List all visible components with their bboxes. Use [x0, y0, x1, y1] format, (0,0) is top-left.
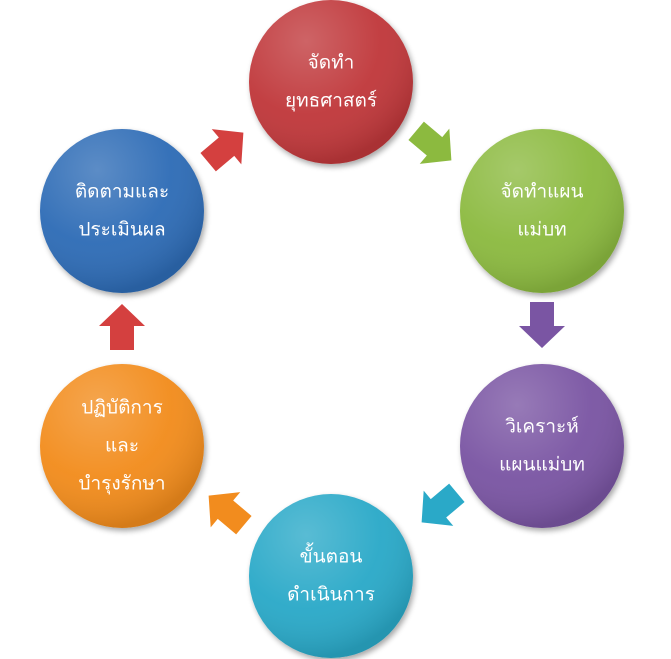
node-monitoring-label-line-1: ติดตามและ: [75, 181, 169, 203]
arrow-masterplan-to-analysis: [408, 121, 452, 164]
node-monitoring-highlight: [40, 129, 204, 293]
node-operation-highlight: [40, 364, 204, 528]
node-operation-label-line-3: บำรุงรักษา: [78, 473, 165, 496]
node-operation-label-line-2: และ: [105, 435, 139, 457]
node-strategy-label-line-2: ยุทธศาสตร์: [285, 90, 377, 113]
arrows-layer: [99, 121, 565, 535]
node-masterplan-highlight: [460, 129, 624, 293]
node-procedure-label-line-1: ขั้นตอน: [300, 543, 363, 568]
node-analysis-label-line-2: แผนแม่บท: [499, 454, 585, 476]
arrow-procedure-to-operation: [421, 483, 465, 526]
node-strategy-highlight: [249, 0, 413, 164]
node-operation-label-line-1: ปฏิบัติการ: [81, 397, 163, 419]
nodes-layer: จัดทำยุทธศาสตร์จัดทำแผนแม่บทวิเคราะห์แผน…: [40, 0, 624, 658]
node-analysis-highlight: [460, 364, 624, 528]
node-masterplan-label-line-2: แม่บท: [517, 219, 566, 241]
node-procedure-highlight: [249, 494, 413, 658]
arrow-analysis-to-procedure: [519, 302, 565, 348]
node-strategy: จัดทำยุทธศาสตร์: [249, 0, 413, 164]
node-masterplan-label-line-1: จัดทำแผน: [500, 181, 583, 203]
node-monitoring-label-line-2: ประเมินผล: [78, 219, 165, 241]
node-analysis: วิเคราะห์แผนแม่บท: [460, 364, 624, 528]
node-analysis-label-line-1: วิเคราะห์: [505, 416, 579, 438]
node-strategy-label-line-1: จัดทำ: [308, 52, 355, 74]
arrow-monitoring-to-strategy: [99, 304, 145, 350]
arrow-operation-to-monitoring: [208, 492, 252, 535]
node-procedure-label-line-2: ดำเนินการ: [287, 584, 375, 606]
arrow-strategy-to-masterplan: [200, 129, 244, 172]
